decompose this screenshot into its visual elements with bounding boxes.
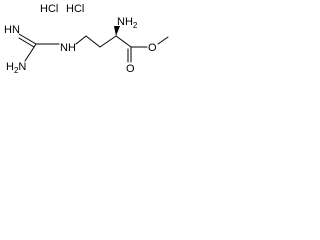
alpha-amino-wedge [114,26,120,36]
molecule-structure: HCl HCl NH2 HN NH H2N O O [4,3,169,75]
chain-bond-4 [115,35,132,48]
guanidine-nh-label: NH [60,42,76,54]
amidine-bond [24,43,37,62]
salt-label-first: HCl [40,3,58,15]
amidine-h2n-label: H2N [6,61,26,75]
imine-bond-a [18,33,37,45]
chain-bond-3 [99,35,117,48]
carbonyl-oxygen-label: O [126,63,135,75]
structure-canvas: HCl HCl NH2 HN NH H2N O O [0,0,171,83]
chain-bond-2 [85,35,101,48]
salt-label-second: HCl [66,3,84,15]
chain-bond-1 [75,35,87,45]
ester-oxygen-label: O [148,42,157,54]
imine-nh-label: HN [4,24,20,36]
methyl-bond [157,36,169,45]
imine-bond-b [18,37,35,48]
alpha-amino-label: NH2 [117,16,138,30]
